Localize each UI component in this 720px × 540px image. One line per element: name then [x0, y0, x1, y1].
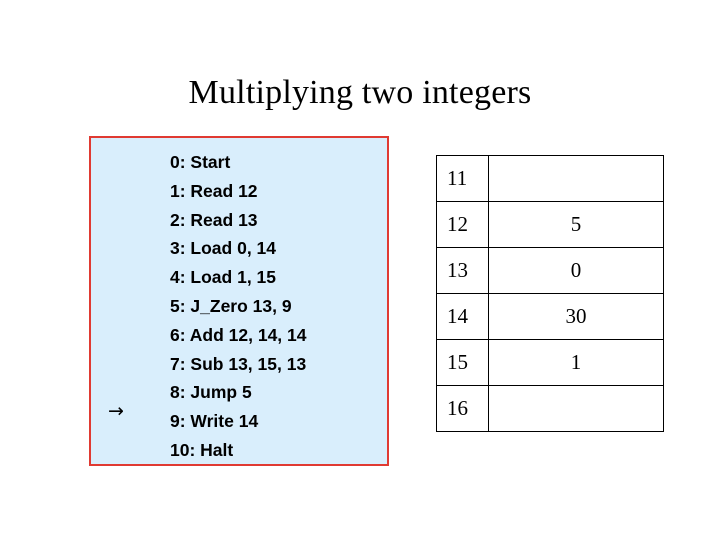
code-panel	[89, 136, 389, 466]
table-row: 16	[436, 385, 665, 432]
memory-value: 30	[487, 293, 665, 340]
list-item: 0: Start	[170, 152, 231, 172]
memory-value: 1	[487, 339, 665, 386]
memory-table: 11 12 5 13 0 14 30 15 1 16	[436, 155, 665, 432]
list-item: 3: Load 0, 14	[170, 238, 277, 259]
memory-value	[487, 155, 665, 202]
current-instruction-arrow-icon: →	[108, 400, 124, 422]
memory-address: 11	[436, 155, 489, 202]
memory-address: 13	[436, 247, 489, 294]
list-item: 2: Read 13	[170, 209, 258, 230]
table-row: 13 0	[436, 247, 665, 294]
table-row: 15 1	[436, 339, 665, 386]
memory-address: 14	[436, 293, 489, 340]
list-item: 8: Jump 5	[170, 382, 252, 403]
list-item: 4: Load 1, 15	[170, 267, 277, 288]
memory-address: 15	[436, 339, 489, 386]
list-item: 7: Sub 13, 15, 13	[170, 353, 307, 374]
list-item: 5: J_Zero 13, 9	[170, 295, 292, 316]
memory-value	[487, 385, 665, 432]
program-listing: 0: Start 1: Read 12 2: Read 13 3: Load 0…	[170, 148, 400, 465]
table-row: 11	[436, 155, 665, 202]
table-row: 12 5	[436, 201, 665, 248]
page-title: Multiplying two integers	[188, 74, 532, 111]
memory-address: 16	[436, 385, 489, 432]
list-item: 1: Read 12	[170, 180, 258, 201]
table-row: 14 30	[436, 293, 665, 340]
memory-value: 5	[487, 201, 665, 248]
memory-address: 12	[436, 201, 489, 248]
list-item: 6: Add 12, 14, 14	[170, 324, 307, 345]
list-item: 10: Halt	[170, 439, 234, 460]
memory-value: 0	[487, 247, 665, 294]
list-item: 9: Write 14	[170, 411, 259, 432]
